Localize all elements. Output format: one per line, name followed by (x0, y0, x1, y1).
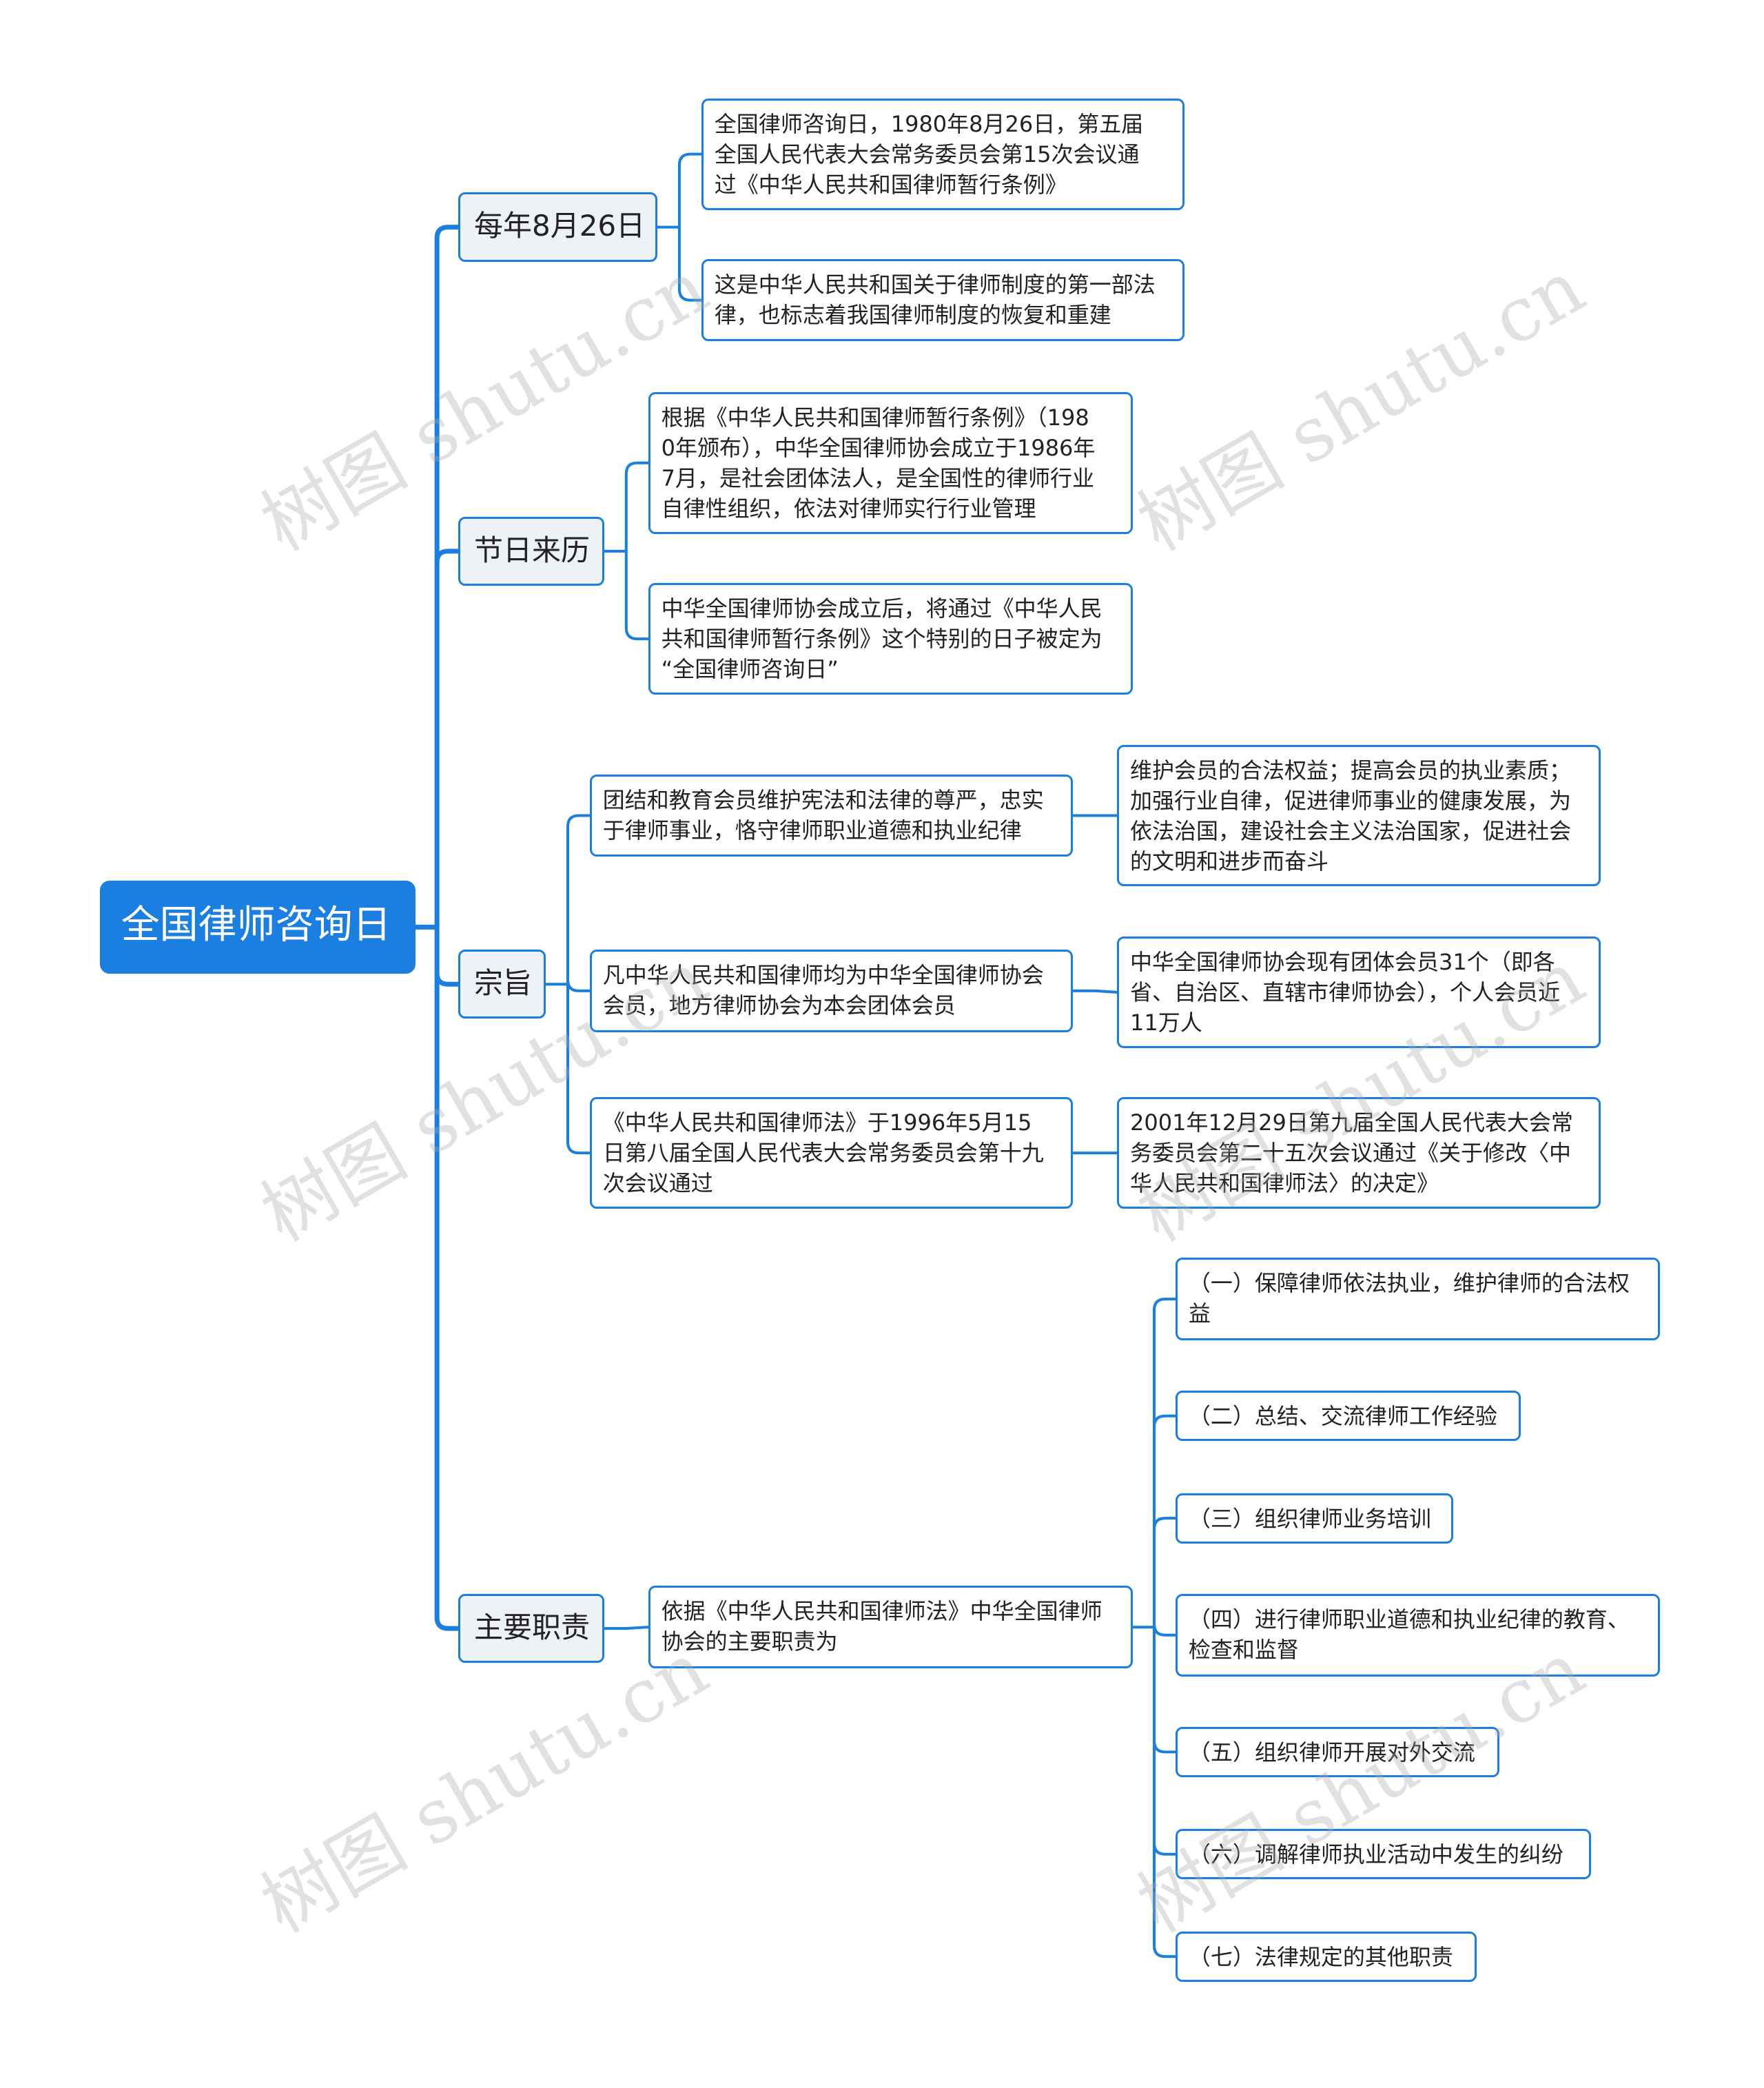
node-text-line: （五）组织律师开展对外交流 (1188, 1739, 1475, 1765)
node-text-line: 0年颁布），中华全国律师协会成立于1986年 (661, 434, 1096, 461)
duty-item[interactable]: （一）保障律师依法执业，维护律师的合法权 益 (1175, 1258, 1661, 1340)
duty-item[interactable]: （四）进行律师职业道德和执业纪律的教育、 检查和监督 (1175, 1594, 1661, 1677)
node-text-line: 依法治国，建设社会主义法治国家，促进社会 (1130, 818, 1572, 845)
sub-node[interactable]: 《中华人民共和国律师法》于1996年5月15 日第八届全国人民代表大会常务委员会… (589, 1097, 1074, 1209)
connector-line (603, 1626, 650, 1630)
node-text-line: 《中华人民共和国律师法》于1996年5月15 (602, 1109, 1032, 1136)
leaf-node[interactable]: 2001年12月29日第九届全国人民代表大会常 务委员会第二十五次会议通过《关于… (1117, 1097, 1601, 1209)
branch-node-purpose[interactable]: 宗旨 (458, 950, 546, 1019)
leaf-node[interactable]: 维护会员的合法权益；提高会员的执业素质； 加强行业自律，促进律师事业的健康发展，… (1117, 745, 1601, 886)
node-text-line: 协会的主要职责为 (661, 1628, 838, 1655)
connector-line (413, 225, 461, 1631)
node-text-line: （六）调解律师执业活动中发生的纠纷 (1188, 1841, 1563, 1868)
duty-item[interactable]: （六）调解律师执业活动中发生的纠纷 (1175, 1829, 1592, 1880)
node-text-line: 律，也标志着我国律师制度的恢复和重建 (714, 301, 1111, 328)
node-text-line: 华人民共和国律师法〉的决定》 (1130, 1170, 1439, 1197)
node-text-line: 中华全国律师协会成立后，将通过《中华人民 (661, 595, 1102, 622)
node-text-line: 7月，是社会团体法人，是全国性的律师行业 (661, 464, 1094, 491)
node-text-line: （二）总结、交流律师工作经验 (1188, 1403, 1497, 1430)
connector-line (603, 461, 650, 641)
node-text-line: 共和国律师暂行条例》这个特别的日子被定为 (661, 626, 1102, 653)
node-text-line: 自律性组织，依法对律师实行行业管理 (661, 495, 1036, 522)
root-node[interactable]: 全国律师咨询日 (99, 880, 416, 974)
node-text-line: 凡中华人民共和国律师均为中华全国律师协会 (602, 962, 1044, 989)
node-text-line: “全国律师咨询日” (661, 656, 839, 683)
node-text-line: 依据《中华人民共和国律师法》中华全国律师 (661, 1598, 1102, 1625)
node-text-line: 务委员会第二十五次会议通过《关于修改〈中 (1130, 1140, 1572, 1167)
node-text-line: 省、自治区、直辖市律师协会），个人会员近 (1130, 979, 1561, 1005)
connector-line (1131, 1298, 1177, 1958)
node-text-line: 11万人 (1130, 1009, 1202, 1036)
sub-node[interactable]: 依据《中华人民共和国律师法》中华全国律师 协会的主要职责为 (648, 1586, 1134, 1668)
node-text-line: 根据《中华人民共和国律师暂行条例》（198 (661, 404, 1089, 431)
node-text-line: 日第八届全国人民代表大会常务委员会第十九 (602, 1140, 1044, 1167)
node-text-line: 2001年12月29日第九届全国人民代表大会常 (1130, 1109, 1573, 1136)
node-text-line: 过《中华人民共和国律师暂行条例》 (714, 171, 1067, 198)
duty-item[interactable]: （二）总结、交流律师工作经验 (1175, 1391, 1521, 1442)
node-text-line: 维护会员的合法权益；提高会员的执业素质； (1130, 757, 1572, 784)
node-text-line: 次会议通过 (602, 1170, 713, 1197)
branch-node-origin[interactable]: 节日来历 (458, 516, 604, 586)
node-text-line: 全国人民代表大会常务委员会第15次会议通 (714, 141, 1140, 167)
node-text-line: （一）保障律师依法执业，维护律师的合法权 (1188, 1270, 1630, 1297)
node-text-line: 会员，地方律师协会为本会团体会员 (602, 992, 956, 1019)
node-text-line: 加强行业自律，促进律师事业的健康发展，为 (1130, 788, 1572, 815)
node-text-line: 检查和监督 (1188, 1637, 1299, 1663)
leaf-node[interactable]: 中华全国律师协会现有团体会员31个（即各 省、自治区、直辖市律师协会），个人会员… (1117, 936, 1601, 1048)
node-text-line: 团结和教育会员维护宪法和法律的尊严，忠实 (602, 786, 1044, 813)
branch-node-duties[interactable]: 主要职责 (458, 1594, 604, 1664)
node-text-line: 全国律师咨询日，1980年8月26日，第五届 (714, 110, 1144, 137)
leaf-node[interactable]: 中华全国律师协会成立后，将通过《中华人民 共和国律师暂行条例》这个特别的日子被定… (648, 583, 1134, 695)
sub-node[interactable]: 凡中华人民共和国律师均为中华全国律师协会 会员，地方律师协会为本会团体会员 (589, 950, 1074, 1032)
node-text-line: （三）组织律师业务培训 (1188, 1505, 1431, 1532)
node-text-line: 这是中华人民共和国关于律师制度的第一部法 (714, 271, 1156, 298)
node-text-line: （七）法律规定的其他职责 (1188, 1943, 1453, 1970)
duty-item[interactable]: （七）法律规定的其他职责 (1175, 1931, 1477, 1982)
connector-line (544, 814, 591, 1155)
branch-node-date[interactable]: 每年8月26日 (458, 192, 658, 262)
sub-node[interactable]: 团结和教育会员维护宪法和法律的尊严，忠实 于律师事业，恪守律师职业道德和执业纪律 (589, 774, 1074, 857)
node-text-line: 中华全国律师协会现有团体会员31个（即各 (1130, 948, 1555, 975)
duty-item[interactable]: （五）组织律师开展对外交流 (1175, 1726, 1500, 1777)
connector-line (656, 152, 703, 302)
node-text-line: 的文明和进步而奋斗 (1130, 848, 1329, 875)
node-text-line: （四）进行律师职业道德和执业纪律的教育、 (1188, 1606, 1630, 1632)
leaf-node[interactable]: 全国律师咨询日，1980年8月26日，第五届 全国人民代表大会常务委员会第15次… (701, 98, 1185, 210)
connector-line (1071, 989, 1119, 994)
leaf-node[interactable]: 这是中华人民共和国关于律师制度的第一部法 律，也标志着我国律师制度的恢复和重建 (701, 258, 1185, 342)
leaf-node[interactable]: 根据《中华人民共和国律师暂行条例》（198 0年颁布），中华全国律师协会成立于1… (648, 391, 1134, 534)
node-text-line: 于律师事业，恪守律师职业道德和执业纪律 (602, 817, 1022, 843)
duty-item[interactable]: （三）组织律师业务培训 (1175, 1493, 1453, 1544)
node-text-line: 益 (1188, 1300, 1211, 1327)
